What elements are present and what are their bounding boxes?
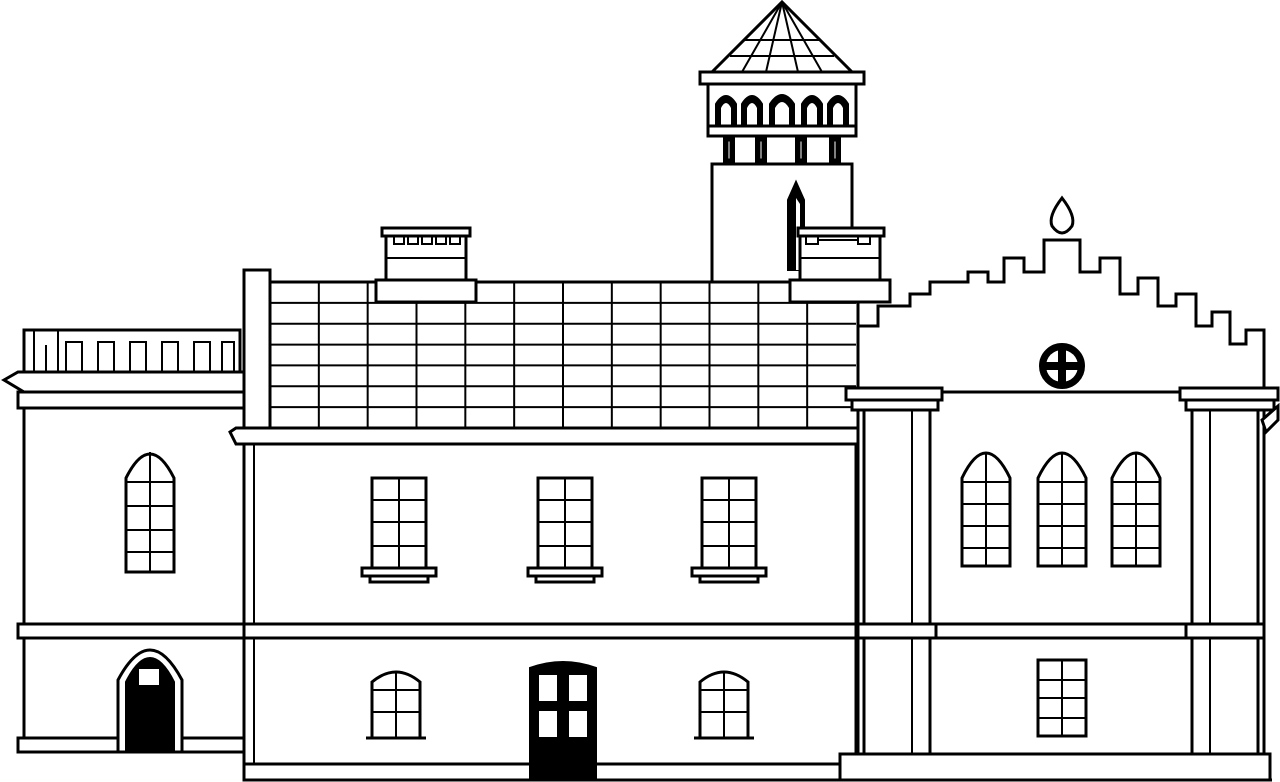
right-arched-window-3 — [1110, 451, 1162, 568]
right-arched-window-2 — [1036, 451, 1088, 568]
center-eave — [228, 426, 862, 446]
dormer-right — [788, 226, 892, 304]
gable-finial — [1049, 195, 1075, 235]
right-round-window — [1039, 343, 1085, 389]
right-arched-window-1 — [960, 451, 1012, 568]
center-lower-window-1 — [366, 670, 426, 740]
dormer-left — [374, 226, 478, 304]
center-roof-pillar — [242, 268, 272, 432]
center-string-course — [242, 622, 866, 640]
left-wing — [1, 328, 256, 754]
tower-roof — [708, 0, 856, 74]
tower-machicolations — [723, 135, 841, 165]
left-cornice-band — [16, 390, 246, 410]
right-plinth — [838, 752, 1272, 782]
right-lower-window — [1036, 658, 1088, 738]
center-window-2 — [526, 476, 604, 584]
left-cornice — [1, 370, 246, 394]
tower-roof-ribs — [730, 1, 834, 73]
tower-eave — [698, 70, 866, 86]
right-stepped-gable — [856, 238, 1266, 394]
center-window-1 — [360, 476, 438, 584]
pilaster-left — [844, 386, 944, 756]
roof-tiles — [270, 282, 856, 428]
center-door — [529, 661, 597, 781]
center-lower-window-2 — [694, 670, 754, 740]
right-wing — [838, 195, 1280, 782]
left-parapet — [22, 328, 242, 374]
left-arched-window — [124, 452, 176, 574]
center-block — [228, 226, 892, 782]
left-string-course — [16, 622, 256, 640]
tower — [698, 0, 866, 286]
center-window-3 — [690, 476, 768, 584]
pilaster-right — [1178, 386, 1280, 756]
tower-band — [706, 124, 858, 138]
left-arched-door — [116, 648, 184, 754]
